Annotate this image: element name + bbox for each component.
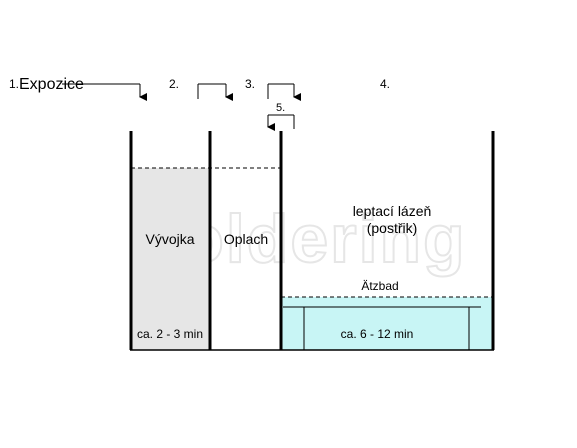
step2-arrow bbox=[197, 83, 233, 101]
developer-label: Vývojka bbox=[145, 231, 194, 247]
etch-bath-label: Ätzbad bbox=[361, 279, 398, 293]
developer-time: ca. 2 - 3 min bbox=[137, 327, 203, 341]
developer-tank-fill bbox=[131, 168, 210, 350]
step4-number: 4. bbox=[380, 77, 390, 91]
rinse-label: Oplach bbox=[224, 231, 268, 247]
etch-time: ca. 6 - 12 min bbox=[341, 327, 414, 341]
step3-arrow bbox=[267, 83, 301, 101]
step3-number: 3. bbox=[245, 77, 255, 91]
step5-number: 5. bbox=[276, 102, 285, 114]
etch-label-line1: leptací lázeň bbox=[353, 203, 432, 219]
step1-label: Expozice bbox=[19, 76, 84, 93]
etch-bath-fill bbox=[281, 297, 493, 350]
etch-rack bbox=[283, 306, 481, 350]
etch-label-line2: (postřik) bbox=[367, 220, 418, 236]
step5-arrow bbox=[267, 114, 295, 131]
step1-number: 1. bbox=[9, 77, 19, 91]
step1-arrow bbox=[62, 83, 147, 101]
step2-number: 2. bbox=[169, 77, 179, 91]
